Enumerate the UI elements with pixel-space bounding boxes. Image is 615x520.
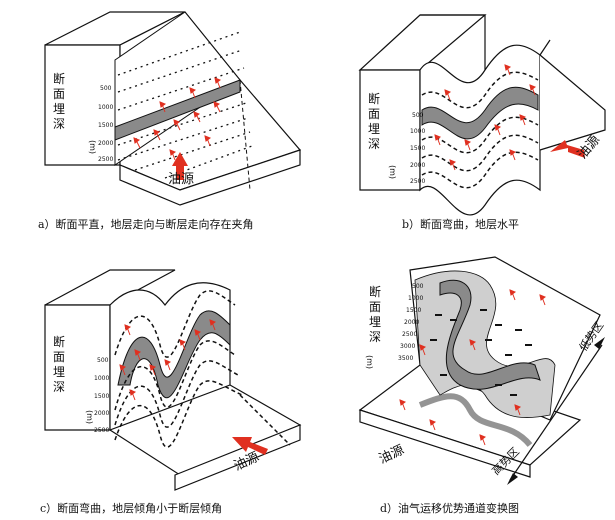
depth-axis-label: 断面埋深 [367, 92, 380, 151]
oil-source-label: 油源 [168, 172, 195, 187]
depth-tick: 500 [100, 85, 112, 92]
panel-c-diagram [44, 269, 302, 491]
depth-tick: 2500 [410, 178, 426, 185]
depth-tick: 2000 [404, 319, 420, 326]
depth-tick: 3500 [398, 355, 414, 362]
panel-b-diagram [358, 14, 606, 216]
depth-tick: 1500 [410, 145, 426, 152]
depth-tick: 1500 [406, 307, 422, 314]
depth-tick: 500 [97, 357, 109, 364]
caption-d: d）油气运移优势通道变换图 [380, 502, 520, 515]
unit-label: (m) [388, 165, 397, 180]
panel-d-diagram [358, 256, 605, 485]
depth-tick: 1500 [94, 393, 110, 400]
depth-tick: 3000 [400, 343, 416, 350]
depth-tick: 1500 [98, 122, 114, 129]
panel-a: 断面埋深 (m) 500 1000 1500 2000 2500 油源 a）断面… [0, 0, 310, 245]
panel-c: 断面埋深 (m) 500 1000 1500 2000 2500 油源 c）断面… [0, 245, 310, 520]
panel-a-diagram [44, 11, 302, 206]
caption-a: a）断面平直，地层走向与断层走向存在夹角 [38, 218, 254, 231]
depth-tick: 1000 [410, 128, 426, 135]
depth-tick: 2000 [410, 162, 426, 169]
depth-tick: 1000 [408, 295, 424, 302]
depth-tick: 2000 [94, 410, 110, 417]
unit-label: (m) [365, 355, 374, 370]
panel-d: 断面埋深 (m) 500 1000 1500 2000 2500 3000 35… [310, 245, 615, 520]
depth-tick: 2500 [402, 331, 418, 338]
depth-tick: 2500 [94, 427, 110, 434]
unit-label: (m) [85, 410, 94, 425]
depth-axis-label: 断面埋深 [52, 72, 65, 131]
depth-axis-label: 断面埋深 [52, 335, 65, 394]
depth-tick: 1000 [98, 104, 114, 111]
depth-tick: 500 [412, 112, 424, 119]
depth-axis-label: 断面埋深 [368, 285, 381, 344]
depth-tick: 2000 [98, 140, 114, 147]
depth-tick: 1000 [94, 375, 110, 382]
depth-tick: 500 [412, 283, 424, 290]
panel-b: 断面埋深 (m) 500 1000 1500 2000 2500 油源 b）断面… [310, 0, 615, 245]
depth-tick: 2500 [98, 156, 114, 163]
caption-c: c）断面弯曲，地层倾角小于断层倾角 [40, 502, 223, 515]
caption-b: b）断面弯曲，地层水平 [402, 218, 520, 231]
unit-label: (m) [88, 140, 97, 155]
